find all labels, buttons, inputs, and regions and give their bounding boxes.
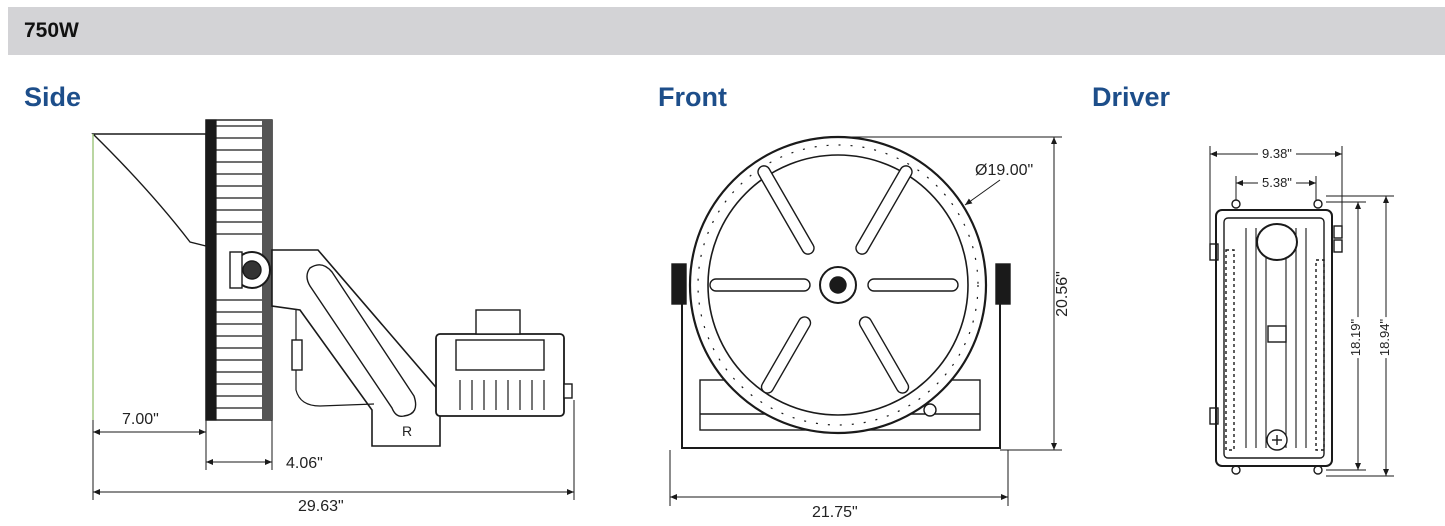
side-offset-label: 4.06" [286, 455, 323, 472]
side-depth-label: 7.00" [122, 411, 159, 428]
driver-outer-height-label: 18.94" [1377, 316, 1393, 359]
header-bar: 750W [8, 7, 1445, 55]
side-view-drawing: R [91, 119, 573, 447]
front-spokes [709, 165, 959, 394]
svg-text:R: R [402, 423, 412, 439]
driver-inner-width-label: 5.38" [1258, 175, 1296, 190]
side-title: Side [24, 82, 82, 112]
driver-fins [1245, 228, 1307, 448]
front-diameter-label: Ø19.00" [975, 162, 1034, 179]
front-dimension-lines [669, 136, 1062, 506]
driver-title: Driver [1092, 82, 1171, 112]
side-overall-label: 29.63" [298, 498, 344, 515]
front-title: Front [658, 82, 727, 112]
front-width-label: 21.75" [812, 504, 858, 521]
driver-outer-width-label: 9.38" [1258, 146, 1296, 161]
driver-view-drawing [1209, 199, 1343, 475]
front-height-label: 20.56" [1053, 271, 1071, 317]
front-view-drawing [671, 135, 1011, 449]
driver-inner-height-label: 18.19" [1348, 316, 1364, 359]
side-dimension-lines [92, 400, 575, 500]
header-title: 750W [24, 19, 79, 42]
